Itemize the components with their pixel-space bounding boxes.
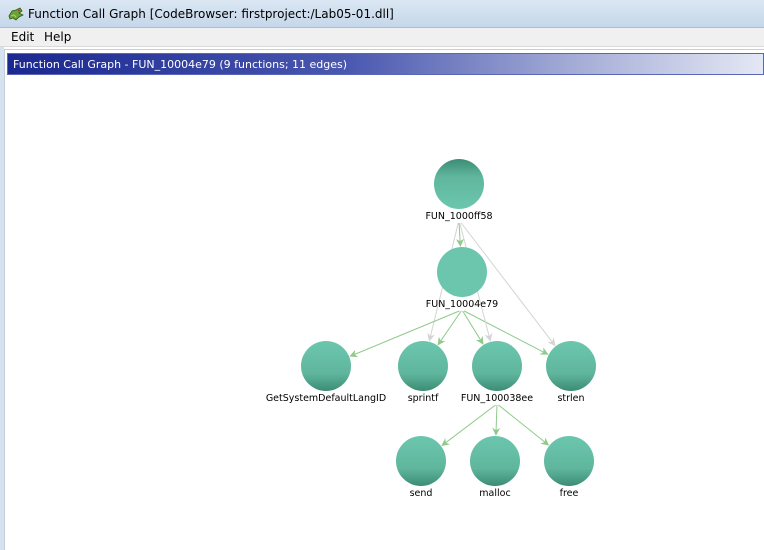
node-circle[interactable] xyxy=(301,341,351,391)
menu-help[interactable]: Help xyxy=(44,30,72,44)
dragon-app-icon xyxy=(8,7,24,21)
node-circle[interactable] xyxy=(546,341,596,391)
node-label: free xyxy=(560,488,579,499)
edge-n1-n5[interactable] xyxy=(463,310,549,355)
node-label: FUN_100038ee xyxy=(461,393,533,404)
edge-n1-n3[interactable] xyxy=(437,310,462,346)
node-label: FUN_1000ff58 xyxy=(425,211,492,222)
graph-panel-frame xyxy=(4,49,764,550)
graph-node-send[interactable]: send xyxy=(396,436,446,499)
panel-title: Function Call Graph - FUN_10004e79 (9 fu… xyxy=(13,58,348,71)
node-circle[interactable] xyxy=(437,247,487,297)
node-label: send xyxy=(410,488,433,499)
edge-n4-n6[interactable] xyxy=(441,404,496,447)
edge-n0-n5[interactable] xyxy=(460,222,556,347)
menu-bar: Edit Help xyxy=(0,28,764,47)
window-titlebar[interactable]: Function Call Graph [CodeBrowser: firstp… xyxy=(0,0,764,28)
node-label: malloc xyxy=(479,488,510,499)
node-circle[interactable] xyxy=(472,341,522,391)
node-circle[interactable] xyxy=(398,341,448,391)
node-label: strlen xyxy=(557,393,584,404)
node-circle[interactable] xyxy=(396,436,446,486)
menu-edit[interactable]: Edit xyxy=(11,30,35,44)
graph-node-FUN_1000ff58[interactable]: FUN_1000ff58 xyxy=(425,159,493,222)
graph-node-strlen[interactable]: strlen xyxy=(546,341,596,404)
window-title: Function Call Graph [CodeBrowser: firstp… xyxy=(28,7,394,21)
window-left-border xyxy=(0,47,4,550)
graph-node-malloc[interactable]: malloc xyxy=(470,436,520,499)
node-label: sprintf xyxy=(408,393,439,404)
node-label: GetSystemDefaultLangID xyxy=(266,393,386,404)
graph-node-free[interactable]: free xyxy=(544,436,594,499)
edge-n4-n7[interactable] xyxy=(492,404,501,436)
edge-n0-n1[interactable] xyxy=(455,222,464,247)
graph-node-FUN_10004e79[interactable]: FUN_10004e79 xyxy=(426,247,498,310)
graph-node-sprintf[interactable]: sprintf xyxy=(398,341,448,404)
edge-n1-n4[interactable] xyxy=(462,310,484,345)
node-circle[interactable] xyxy=(434,159,484,209)
node-circle[interactable] xyxy=(470,436,520,486)
panel-header[interactable]: Function Call Graph - FUN_10004e79 (9 fu… xyxy=(7,53,764,75)
graph-node-FUN_100038ee[interactable]: FUN_100038ee xyxy=(461,341,533,404)
edge-n1-n2[interactable] xyxy=(349,310,460,358)
graph-node-GetSystemDefaultLangID[interactable]: GetSystemDefaultLangID xyxy=(266,341,386,404)
node-circle[interactable] xyxy=(544,436,594,486)
edge-n4-n8[interactable] xyxy=(498,404,550,446)
nodes-layer: FUN_1000ff58FUN_10004e79GetSystemDefault… xyxy=(266,159,596,499)
node-label: FUN_10004e79 xyxy=(426,299,498,310)
